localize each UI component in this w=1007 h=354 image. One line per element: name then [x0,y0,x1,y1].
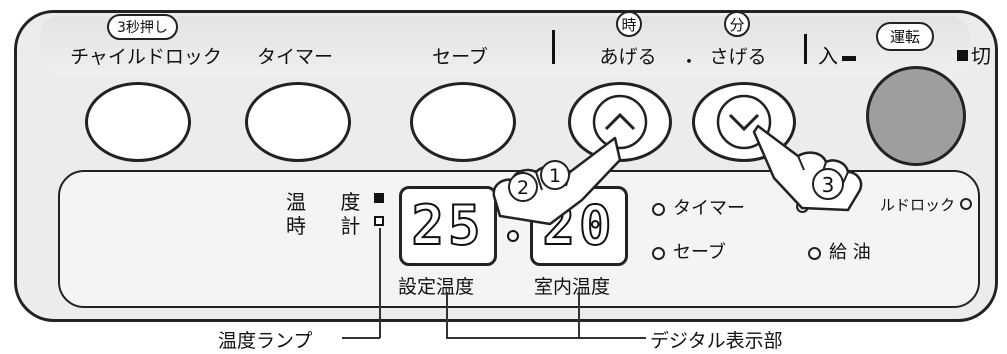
save-button-label: セーブ [432,46,488,68]
minute-badge: 分 [724,11,750,37]
step-2-marker: 2 [508,172,538,202]
save-button[interactable] [410,82,516,162]
down-button-label: さげる [709,46,767,68]
digital-display-callout: デジタル表示部 [650,330,783,352]
panel-top-band [40,16,970,76]
status-timer: タイマー [652,194,745,220]
childlock-lamp [959,198,972,210]
childlock-button-label: チャイルドロック [70,46,222,68]
temp-lamp [374,193,384,203]
up-button-label: あげる [599,46,657,68]
power-group-bar [804,34,807,64]
timer-lamp [652,202,665,216]
step-1-marker: 1 [540,160,570,190]
up-button[interactable] [568,82,672,162]
chevron-up-icon [592,94,648,150]
clock-lamp [374,216,384,226]
status-save: セーブ [652,238,726,264]
room-temp-label: 室内温度 [534,276,611,298]
temp-lamp-leader [379,228,381,338]
temp-lamp-label: 温 度 [286,190,375,214]
power-off-label: 切 [971,44,991,68]
status-childlock: ルドロック [880,194,972,215]
set-temp-display: 25 [399,186,497,266]
power-on-label: 入 [818,44,838,68]
timer-button[interactable] [245,82,351,162]
display-leader-h [446,337,646,339]
status-refuel: 給 油 [808,238,871,264]
clock-lamp-label: 時 計 [286,214,375,238]
timer-button-label: タイマー [256,46,333,68]
set-temp-value: 25 [410,193,485,258]
separator-dot: ・ [680,52,698,73]
hand-pointer-icon [752,124,863,212]
on-indicator [842,56,856,61]
step-3-marker: 3 [812,168,844,200]
degree-dot [507,230,519,242]
childlock-button[interactable] [85,82,191,162]
refuel-lamp [808,246,821,260]
chevron-down-icon [716,94,772,150]
off-indicator [957,50,968,61]
power-button[interactable] [866,66,966,166]
temp-lamp-leader-h [342,337,380,339]
childlock-hold-badge: 3秒押し [107,14,178,40]
display-leader-right [578,292,580,338]
operation-badge: 運転 [876,22,935,51]
hour-badge: 時 [616,11,642,37]
set-temp-label: 設定温度 [398,276,475,298]
save-lamp [652,246,665,260]
temp-lamp-callout: 温度ランプ [218,330,313,352]
up-group-bar [552,30,555,64]
display-leader-left [446,292,448,338]
